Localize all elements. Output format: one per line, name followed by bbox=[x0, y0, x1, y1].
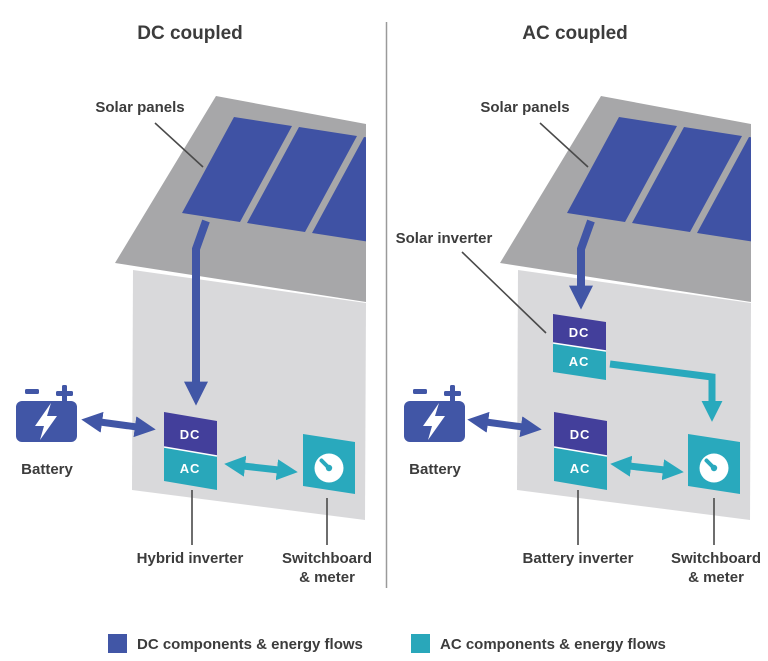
solar-panel bbox=[697, 137, 751, 242]
legend-ac-label: AC components & energy flows bbox=[440, 636, 666, 653]
battery-inverter-section-divider bbox=[553, 446, 608, 457]
battery-minus-terminal bbox=[413, 389, 427, 394]
inverter-dc-label: DC bbox=[180, 427, 200, 442]
solar-inverter-pointer-line bbox=[461, 251, 547, 334]
solar-inverter-ac-section bbox=[553, 343, 606, 380]
switchboard-label-line1: Switchboard bbox=[282, 550, 372, 567]
switchboard-meter bbox=[688, 434, 740, 494]
solar-inverter: DC AC bbox=[552, 314, 607, 380]
legend-ac-swatch bbox=[411, 634, 430, 653]
solar-panels-label: Solar panels bbox=[480, 99, 569, 116]
solar-panels-pointer-line bbox=[154, 122, 204, 168]
hybrid-inverter: DC AC bbox=[163, 412, 218, 490]
inverter-ac-section bbox=[164, 447, 217, 490]
solar-inverter-ac-label: AC bbox=[569, 354, 589, 369]
solar-panel bbox=[567, 117, 677, 222]
dc-flow-panels-to-solar-inverter-arrow bbox=[569, 219, 595, 310]
legend-dc-label: DC components & energy flows bbox=[137, 636, 363, 653]
solar-panels-pointer-line bbox=[539, 122, 589, 168]
inverter-ac-label: AC bbox=[180, 461, 200, 476]
battery-inverter-dc-label: DC bbox=[570, 427, 590, 442]
inverter-dc-section bbox=[164, 412, 217, 456]
meter-needle-hub bbox=[325, 464, 333, 472]
battery-plus-terminal bbox=[56, 385, 73, 402]
meter-needle-hub bbox=[710, 464, 718, 472]
switchboard-label-line1: Switchboard bbox=[671, 550, 761, 567]
solar-panel bbox=[182, 117, 292, 222]
solar-panel-array bbox=[182, 117, 366, 242]
battery-icon bbox=[404, 385, 465, 442]
diagram-title: AC coupled bbox=[522, 23, 628, 44]
ac-coupled-diagram: DC AC DC AC bbox=[396, 23, 761, 586]
lightning-bolt-icon bbox=[423, 403, 445, 440]
battery-inverter-ac-section bbox=[554, 447, 607, 490]
solar-panel-array bbox=[567, 117, 751, 242]
solar-inverter-section-divider bbox=[552, 342, 607, 352]
ac-flow-inverter-switchboard-arrow bbox=[610, 455, 684, 481]
battery-label: Battery bbox=[21, 461, 73, 478]
battery-inverter: DC AC bbox=[553, 412, 608, 490]
battery-inverter-ac-label: AC bbox=[570, 461, 590, 476]
solar-inverter-dc-label: DC bbox=[569, 325, 589, 340]
solar-panels-label: Solar panels bbox=[95, 99, 184, 116]
solar-panel bbox=[247, 127, 357, 232]
dc-flow-battery-inverter-arrow bbox=[467, 411, 542, 438]
lightning-bolt-icon bbox=[35, 403, 57, 440]
dc-flow-panels-to-inverter-arrow bbox=[184, 219, 210, 406]
battery-minus-terminal bbox=[25, 389, 39, 394]
battery-icon bbox=[16, 385, 77, 442]
switchboard-label-line2: & meter bbox=[299, 569, 355, 586]
solar-panel bbox=[632, 127, 742, 232]
inverter-section-divider bbox=[163, 446, 218, 457]
ac-flow-solar-inverter-to-switchboard-arrow bbox=[609, 360, 723, 422]
battery-inverter-dc-section bbox=[554, 412, 607, 456]
diagram-title: DC coupled bbox=[137, 23, 243, 44]
battery-label: Battery bbox=[409, 461, 461, 478]
dc-coupled-diagram: DC AC DC coupled Solar panels Battery Hy… bbox=[16, 23, 372, 586]
legend-dc-swatch bbox=[108, 634, 127, 653]
solar-inverter-dc-section bbox=[553, 314, 606, 351]
solar-inverter-label: Solar inverter bbox=[396, 230, 493, 247]
battery-inverter-label: Battery inverter bbox=[523, 550, 634, 567]
battery-plus-terminal bbox=[444, 385, 461, 402]
switchboard-label-line2: & meter bbox=[688, 569, 744, 586]
ac-flow-inverter-switchboard-arrow bbox=[224, 455, 298, 481]
dc-flow-battery-inverter-arrow bbox=[81, 411, 156, 438]
switchboard-meter bbox=[303, 434, 355, 494]
hybrid-inverter-label: Hybrid inverter bbox=[137, 550, 244, 567]
solar-panel bbox=[312, 137, 366, 242]
legend: DC components & energy flows AC componen… bbox=[108, 634, 666, 653]
